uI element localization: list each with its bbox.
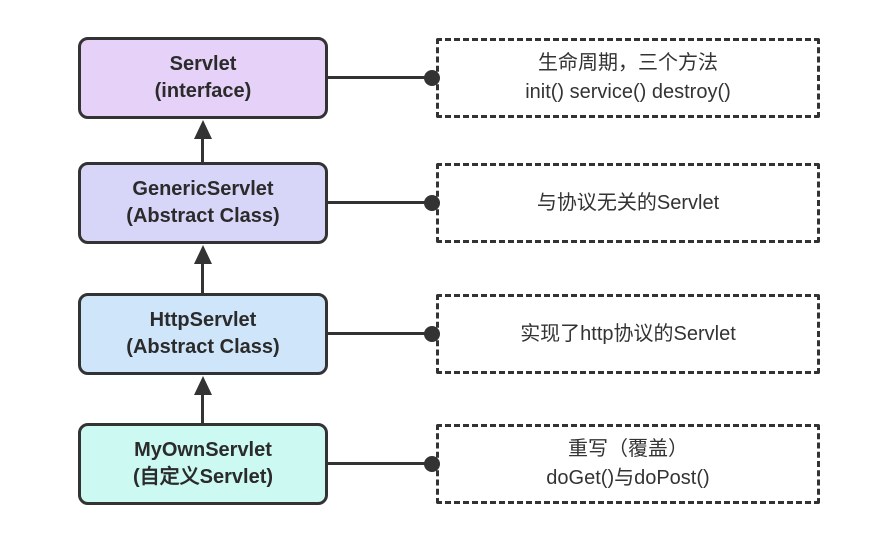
note-line: doGet()与doPost()	[546, 467, 710, 489]
note-line: 重写（覆盖）	[568, 438, 688, 460]
node-generic-servlet: GenericServlet (Abstract Class)	[78, 162, 328, 244]
node-servlet-interface: Servlet (interface)	[78, 37, 328, 119]
note-line: init() service() destroy()	[525, 81, 731, 103]
note-servlet-lifecycle: 生命周期，三个方法 init() service() destroy()	[436, 38, 820, 118]
node-subtitle: (Abstract Class)	[126, 205, 280, 227]
node-title: GenericServlet	[132, 178, 274, 200]
connector-line	[328, 76, 428, 79]
connector-line	[328, 332, 428, 335]
arrow-shaft	[201, 393, 204, 423]
node-subtitle: (interface)	[154, 80, 252, 102]
note-line: 实现了http协议的Servlet	[520, 322, 736, 345]
node-title: MyOwnServlet	[134, 439, 272, 461]
node-subtitle: (Abstract Class)	[126, 336, 280, 358]
note-generic-servlet: 与协议无关的Servlet	[436, 163, 820, 243]
node-my-own-servlet: MyOwnServlet (自定义Servlet)	[78, 423, 328, 505]
note-my-own-servlet: 重写（覆盖） doGet()与doPost()	[436, 424, 820, 504]
up-arrow-icon	[194, 245, 212, 264]
connector-line	[328, 201, 428, 204]
up-arrow-icon	[194, 120, 212, 139]
note-http-servlet: 实现了http协议的Servlet	[436, 294, 820, 374]
node-title: Servlet	[169, 53, 237, 75]
arrow-shaft	[201, 262, 204, 293]
node-subtitle: (自定义Servlet)	[132, 466, 274, 488]
arrow-shaft	[201, 137, 204, 162]
note-line: 与协议无关的Servlet	[536, 191, 720, 214]
node-title: HttpServlet	[149, 309, 257, 331]
up-arrow-icon	[194, 376, 212, 395]
note-line: 生命周期，三个方法	[538, 52, 718, 74]
node-http-servlet: HttpServlet (Abstract Class)	[78, 293, 328, 375]
connector-line	[328, 462, 428, 465]
